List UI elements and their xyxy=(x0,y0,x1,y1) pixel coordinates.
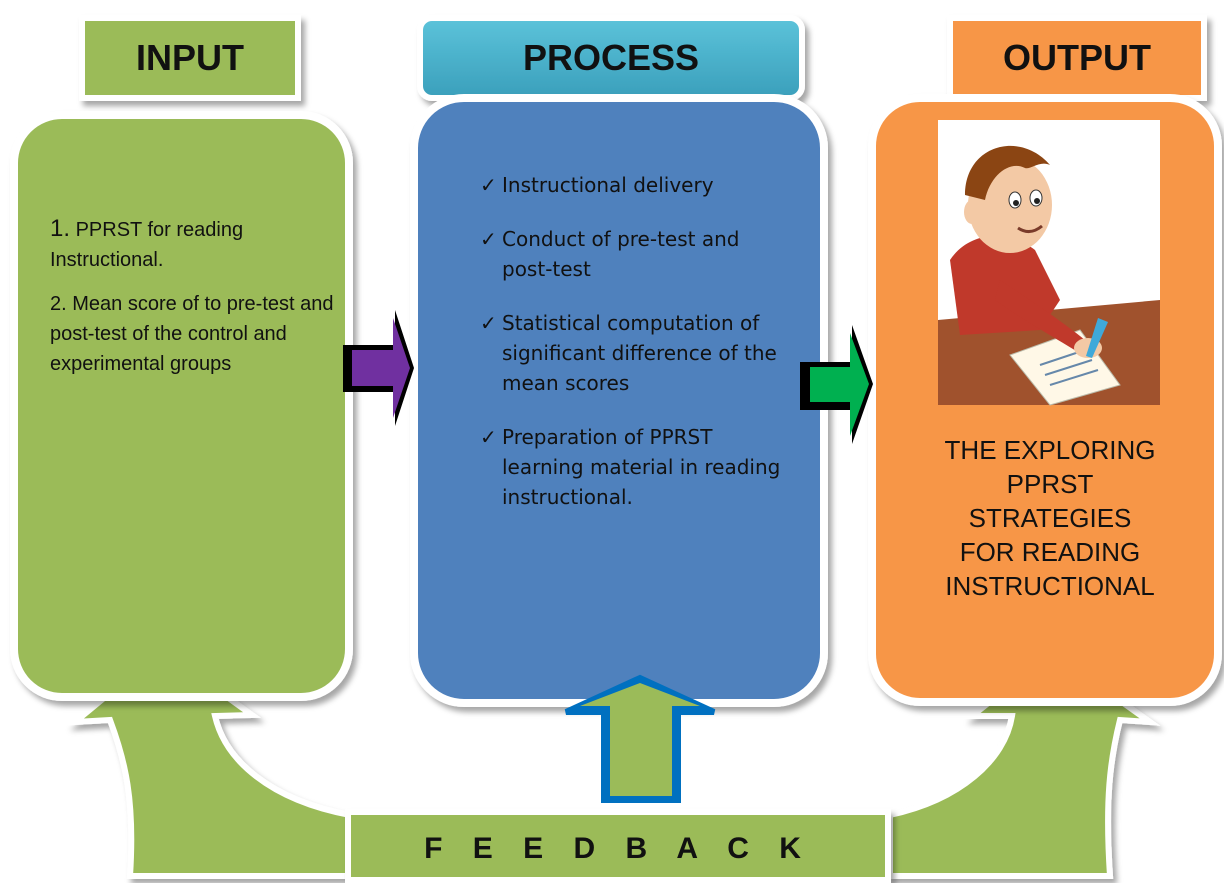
boy-writing-icon xyxy=(938,120,1160,406)
check-icon: ✓ xyxy=(480,173,497,197)
input-box xyxy=(10,111,353,701)
process-item-text: Statistical computation of significant d… xyxy=(502,311,777,395)
check-icon: ✓ xyxy=(480,311,497,335)
check-icon: ✓ xyxy=(480,227,497,251)
output-header: OUTPUT xyxy=(1003,37,1151,78)
input-item-1-text: PPRST for reading Instructional. xyxy=(50,219,244,271)
feedback-arrow-right xyxy=(887,648,1161,879)
input-item-2: 2. Mean score of to pre-test and post-te… xyxy=(50,293,334,375)
process-item: ✓ Conduct of pre-test and post-test xyxy=(480,224,790,284)
input-to-process-arrow xyxy=(343,310,414,426)
input-header: INPUT xyxy=(136,37,244,78)
feedback-arrow-left xyxy=(66,646,353,879)
process-item-text: Instructional delivery xyxy=(502,173,714,197)
input-header-box xyxy=(79,15,301,101)
input-item-1: 1. PPRST for reading Instructional. xyxy=(50,214,335,275)
process-to-output-arrow xyxy=(800,325,873,444)
input-item-1-number: 1. xyxy=(50,215,71,242)
feedback-bar xyxy=(345,809,891,883)
process-item: ✓ Instructional delivery xyxy=(480,170,790,200)
process-item: ✓ Preparation of PPRST learning material… xyxy=(480,422,790,512)
process-header: PROCESS xyxy=(522,37,700,78)
feedback-label: F E E D B A C K xyxy=(424,832,812,865)
process-item: ✓ Statistical computation of significant… xyxy=(480,308,790,398)
input-content: 1. PPRST for reading Instructional. 2. M… xyxy=(50,214,335,393)
process-item-text: Conduct of pre-test and post-test xyxy=(502,227,740,281)
feedback-to-process-arrow xyxy=(564,674,716,803)
output-header-box xyxy=(947,15,1207,101)
process-list: ✓ Instructional delivery ✓ Conduct of pr… xyxy=(480,170,790,536)
process-item-text: Preparation of PPRST learning material i… xyxy=(502,425,781,509)
check-icon: ✓ xyxy=(480,425,497,449)
output-title: THE EXPLORING PPRST STRATEGIES FOR READI… xyxy=(944,435,1156,601)
feedback-loop-arrow xyxy=(66,646,1161,879)
